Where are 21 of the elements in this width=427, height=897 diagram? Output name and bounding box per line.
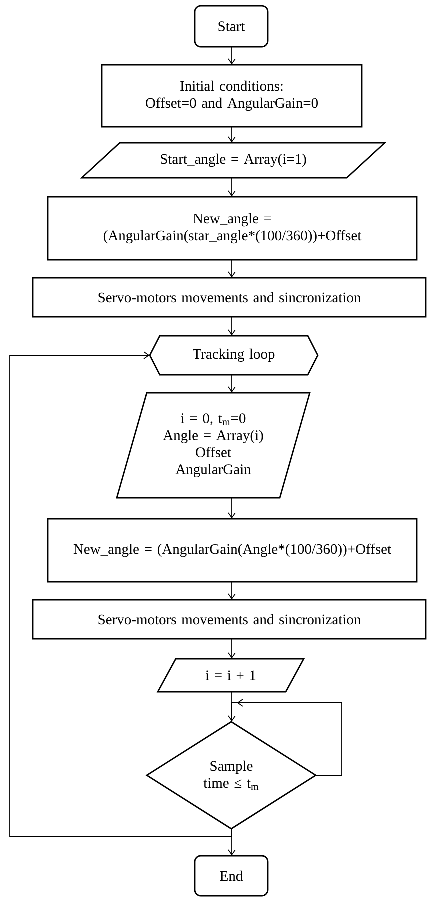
- arrow: [228, 828, 236, 856]
- process-box: Servo-motors movements and sincronization: [32, 277, 427, 318]
- arrow: [10, 352, 232, 838]
- arrow: [228, 582, 236, 600]
- process-box: New_angle = (AngularGain(Angle*(100/360))+Offset: [47, 518, 418, 583]
- arrow: [228, 638, 236, 659]
- process-box: Servo-motors movements and sincronization: [32, 599, 427, 640]
- arrow: [228, 178, 236, 197]
- arrow: [228, 260, 236, 278]
- terminal-box: End: [194, 855, 269, 897]
- terminal-box: Start: [194, 5, 269, 48]
- arrow: [228, 46, 236, 65]
- arrow: [228, 498, 236, 519]
- loop-hexagon: Tracking loop: [149, 335, 319, 376]
- arrow: [228, 126, 236, 143]
- arrow: [228, 316, 236, 336]
- arrow: [228, 692, 236, 722]
- process-box: New_angle = (AngularGain(star_angle*(100/360))+Offset: [47, 196, 418, 261]
- arrow: [228, 374, 236, 393]
- data-parallelogram: i = 0, t$_{m}$=0 Angle = Array(i) Offset AngularGain: [116, 392, 311, 499]
- process-box: Initial conditions: Offset=0 and AngularGain=0: [101, 64, 363, 128]
